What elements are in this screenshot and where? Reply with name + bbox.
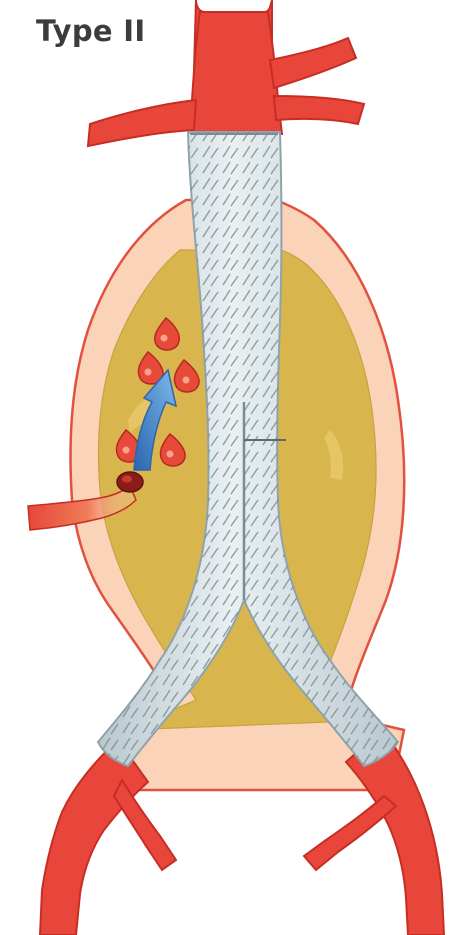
leak-origin (117, 472, 143, 492)
renal-artery-left (88, 100, 196, 146)
upper-aorta (190, 0, 282, 134)
renal-artery-right (270, 38, 364, 124)
